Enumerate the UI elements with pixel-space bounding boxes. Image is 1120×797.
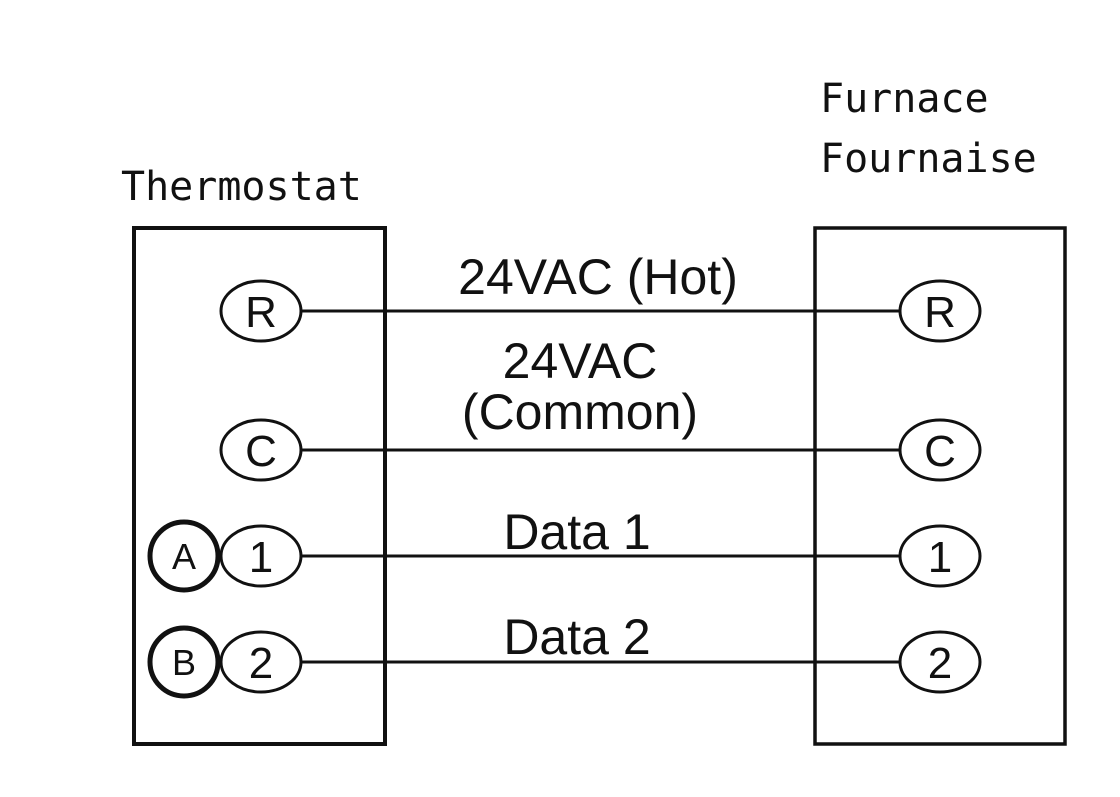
thermostat-terminal-a: A <box>147 519 221 593</box>
thermostat-terminal-c: C <box>219 418 303 482</box>
furnace-box <box>813 226 1067 746</box>
thermostat-terminal-2-label: 2 <box>249 639 273 688</box>
thermostat-terminal-r: R <box>219 279 303 343</box>
thermostat-box <box>132 226 387 746</box>
thermostat-terminal-2: 2 <box>219 630 303 694</box>
furnace-terminal-r-label: R <box>924 288 956 337</box>
furnace-title-fr: Fournaise <box>820 136 1037 182</box>
wire-c-label-line1: 24VAC <box>503 333 658 389</box>
thermostat-terminal-b-label: B <box>172 642 196 683</box>
thermostat-terminal-c-label: C <box>245 427 277 476</box>
thermostat-terminal-r-label: R <box>245 288 277 337</box>
thermostat-terminal-a-label: A <box>172 536 196 577</box>
furnace-terminal-2: 2 <box>898 630 982 694</box>
thermostat-terminal-1: 1 <box>219 524 303 588</box>
furnace-terminal-2-label: 2 <box>928 639 952 688</box>
wire-data-2-label: Data 2 <box>503 609 650 665</box>
wire-data-1-label: Data 1 <box>503 504 650 560</box>
thermostat-terminal-1-label: 1 <box>249 533 273 582</box>
thermostat-title: Thermostat <box>121 164 362 210</box>
furnace-terminal-1-label: 1 <box>928 533 952 582</box>
furnace-terminal-r: R <box>898 279 982 343</box>
furnace-terminal-c-label: C <box>924 427 956 476</box>
furnace-terminal-c: C <box>898 418 982 482</box>
wire-r-label: 24VAC (Hot) <box>458 249 738 305</box>
wire-c-label-line2: (Common) <box>462 384 698 440</box>
furnace-terminal-1: 1 <box>898 524 982 588</box>
furnace-title-en: Furnace <box>820 76 989 122</box>
thermostat-terminal-b: B <box>147 625 221 699</box>
